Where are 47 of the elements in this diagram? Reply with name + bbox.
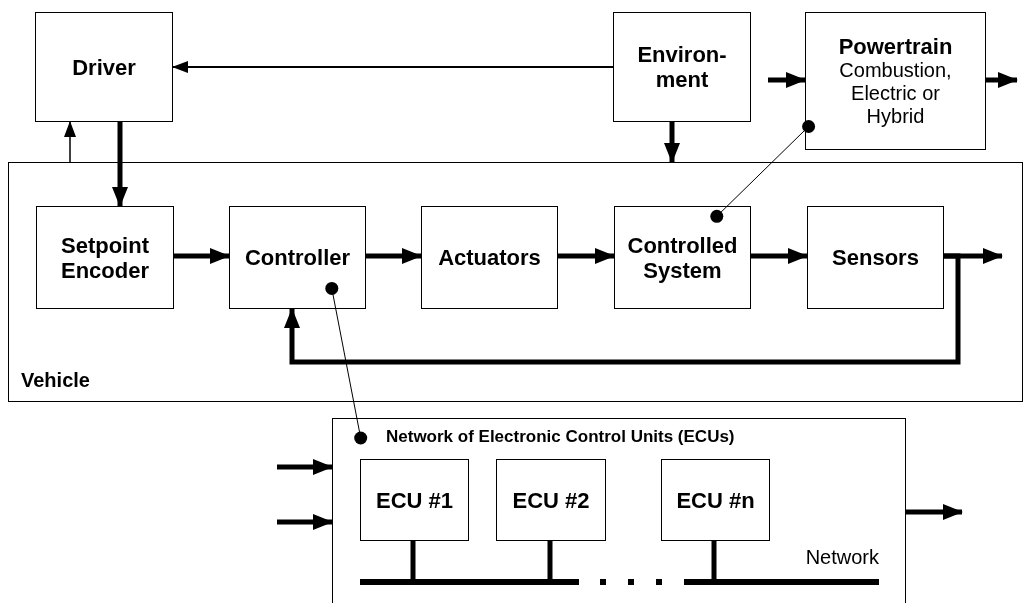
block-box [496, 459, 606, 541]
arrow [277, 459, 333, 475]
arrow [664, 122, 680, 163]
connector-line [410, 541, 416, 579]
arrow [284, 253, 961, 365]
block-label: Powertrain [838, 34, 953, 59]
group-box [8, 162, 1023, 402]
block-box [36, 206, 174, 309]
arrow [366, 248, 422, 264]
block-description: Combustion, Electric or Hybrid [838, 59, 953, 128]
block-box [360, 459, 469, 541]
arrow [751, 248, 808, 264]
block-label: ECU #2 [512, 487, 590, 513]
block-label: Environ- ment [636, 42, 728, 92]
block-box [807, 206, 944, 309]
block-box [661, 459, 770, 541]
block-box [421, 206, 558, 309]
group-box [332, 418, 906, 603]
arrow [174, 248, 230, 264]
arrow [986, 72, 1018, 88]
connector-line [711, 541, 717, 579]
leader-line [710, 120, 816, 223]
arrow [558, 248, 615, 264]
arrow [172, 61, 614, 73]
block-label: Setpoint Encoder [60, 232, 150, 283]
arrow [906, 504, 963, 520]
block-label: Controlled System [626, 232, 739, 283]
connector-line [547, 541, 553, 579]
block-box [229, 206, 366, 309]
arrow [277, 514, 333, 530]
arrow [112, 122, 128, 207]
block-label: Driver [72, 54, 136, 80]
block-box [613, 12, 751, 122]
block-box [35, 12, 173, 122]
block-label: Controller [244, 245, 351, 270]
block-label: Sensors [832, 245, 919, 270]
block-label: Actuators [438, 245, 541, 270]
group-title: Network of Electronic Control Units (ECUs) [386, 427, 735, 447]
block-label: ECU #n [676, 487, 755, 513]
block-box [805, 12, 986, 150]
arrow [768, 72, 806, 88]
bus-label: Network [805, 546, 879, 568]
arrow [64, 121, 76, 163]
block-label: ECU #1 [375, 487, 453, 513]
group-title: Vehicle [21, 369, 90, 392]
leader-line [325, 281, 368, 445]
block-box [614, 206, 751, 309]
